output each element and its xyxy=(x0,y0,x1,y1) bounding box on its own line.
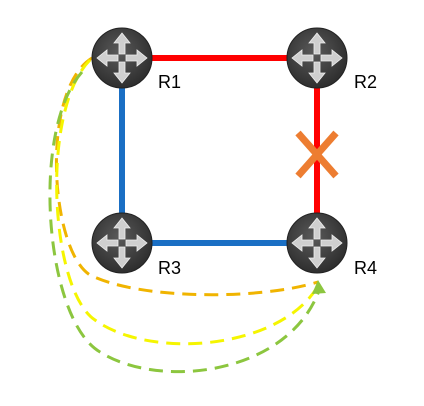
router-r2[interactable] xyxy=(286,27,348,89)
router-icon xyxy=(91,27,153,89)
router-icon xyxy=(286,212,348,274)
x-mark-icon xyxy=(295,130,339,179)
router-icon xyxy=(286,27,348,89)
router-label-r2: R2 xyxy=(354,72,377,92)
router-label-r3: R3 xyxy=(158,258,181,278)
router-label-r4: R4 xyxy=(354,258,377,278)
router-label-r1: R1 xyxy=(158,72,181,92)
router-icon xyxy=(91,212,153,274)
router-r4[interactable] xyxy=(286,212,348,274)
path-arrowhead xyxy=(312,280,326,294)
router-r1[interactable] xyxy=(91,27,153,89)
path-green-dashed xyxy=(48,71,322,374)
path-yellow-dashed xyxy=(55,58,320,346)
path-orange-dashed xyxy=(54,56,319,297)
router-r3[interactable] xyxy=(91,212,153,274)
